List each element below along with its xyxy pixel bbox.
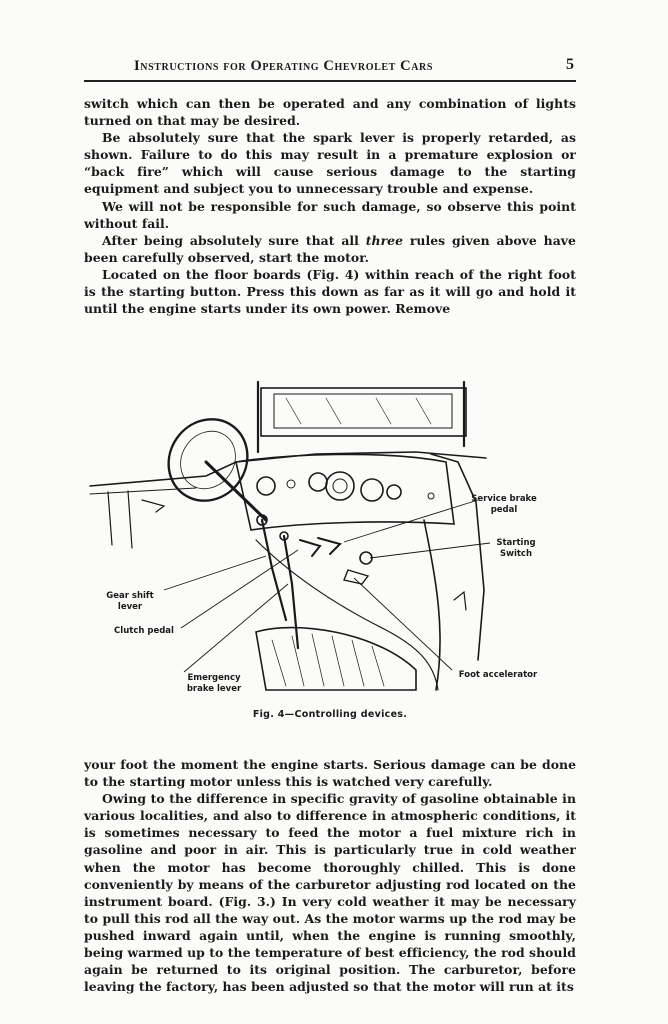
label-gear-shift-2: lever — [118, 602, 143, 612]
paragraph: your foot the moment the engine starts. … — [84, 757, 576, 790]
steering-column — [204, 460, 268, 522]
header-title: Instructions for Operating Chevrolet Car… — [134, 58, 434, 74]
label-emergency-brake-2: brake lever — [187, 684, 242, 694]
paragraph-warning: We will not be responsible for such dama… — [84, 198, 576, 231]
paragraph: switch which can then be operated and an… — [84, 96, 576, 129]
steering-wheel — [167, 418, 249, 502]
door-edge — [423, 519, 441, 691]
label-foot-accelerator: Foot accelerator — [459, 670, 538, 680]
gauge-1 — [256, 476, 276, 496]
paragraph: After being absolutely sure that all thr… — [84, 232, 576, 266]
handle — [141, 499, 166, 513]
italic-word: three — [365, 232, 404, 248]
label-starting-switch-2: Switch — [500, 549, 532, 559]
windshield-frame — [260, 387, 467, 437]
text-run: rules given above have been carefully ob… — [84, 232, 576, 265]
instrument-board — [235, 453, 455, 531]
page-number: 5 — [566, 56, 574, 73]
emergency-brake-lever — [282, 534, 300, 650]
paragraph: Located on the floor boards (Fig. 4) wit… — [84, 266, 576, 317]
dashboard-illustration: Service brake pedal Starting Switch Gear… — [89, 380, 538, 694]
brake-pedal — [317, 537, 342, 555]
paragraph: Be absolutely sure that the spark lever … — [84, 130, 576, 197]
label-clutch-pedal: Clutch pedal — [114, 626, 174, 636]
gear-shift-lever — [260, 518, 288, 622]
seat — [255, 626, 417, 691]
label-starting-switch: Starting — [496, 538, 535, 548]
door-frame — [430, 453, 485, 661]
paragraph: Owing to the difference in specific grav… — [84, 791, 576, 995]
windshield-glass — [273, 393, 453, 429]
label-emergency-brake: Emergency — [187, 673, 241, 683]
text-run: After being absolutely sure that all — [102, 232, 366, 248]
gauge-4 — [386, 484, 402, 500]
label-service-brake-2: pedal — [491, 505, 518, 515]
speedometer — [325, 471, 355, 501]
gauge-3 — [360, 478, 384, 502]
running-header: Instructions for Operating Chevrolet Car… — [84, 56, 576, 82]
label-gear-shift: Gear shift — [106, 591, 153, 601]
accelerator — [343, 569, 370, 585]
figure-caption: Fig. 4—Controlling devices. — [252, 709, 408, 720]
gauge-2 — [308, 472, 328, 492]
figure-controlling-devices: Service brake pedal Starting Switch Gear… — [86, 370, 566, 710]
body-text-top: switch which can then be operated and an… — [84, 95, 576, 317]
clutch-pedal — [299, 539, 322, 557]
label-service-brake: Service brake — [471, 494, 537, 504]
body-text-bottom: your foot the moment the engine starts. … — [84, 756, 576, 995]
